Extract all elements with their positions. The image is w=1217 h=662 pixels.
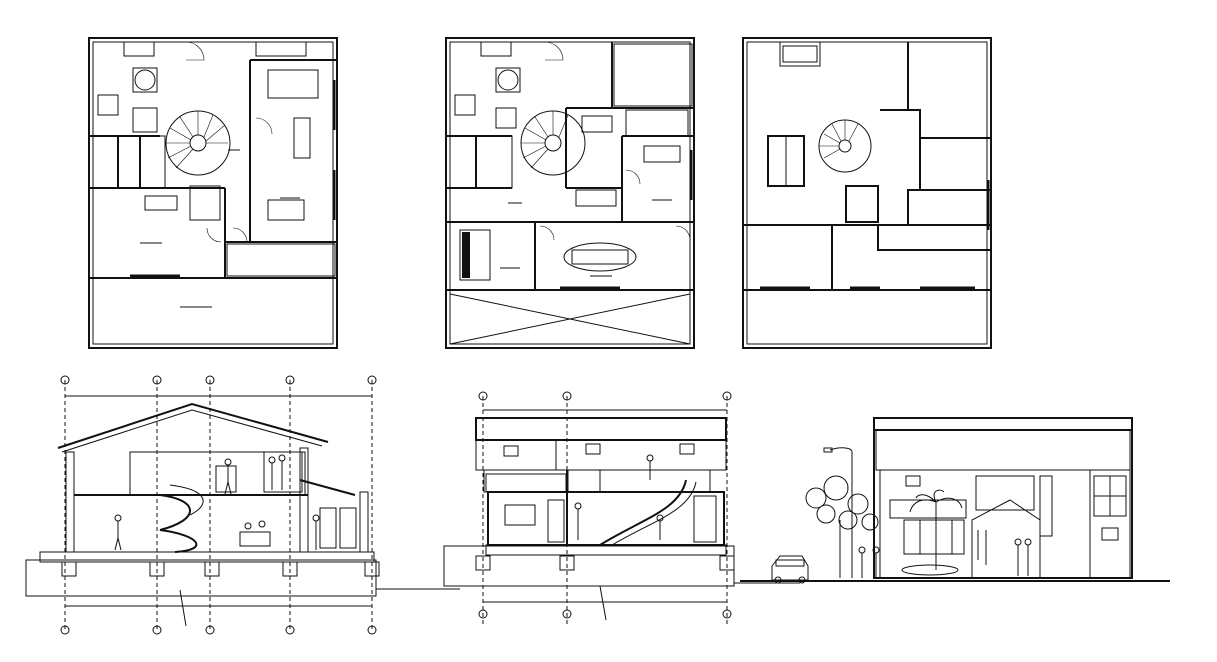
section-b [443,391,800,625]
grid-marker [478,391,488,401]
roof-plan [742,37,992,349]
grid-marker [722,609,732,619]
grid-marker [562,391,572,401]
ground-floor-plan [88,37,338,349]
grid-marker [478,609,488,619]
car [771,555,809,584]
grid-marker [562,609,572,619]
section-a [25,375,460,635]
first-floor-plan [445,37,695,349]
grid-marker [722,391,732,401]
front-elevation [740,417,1170,584]
grid-marker [60,375,377,635]
